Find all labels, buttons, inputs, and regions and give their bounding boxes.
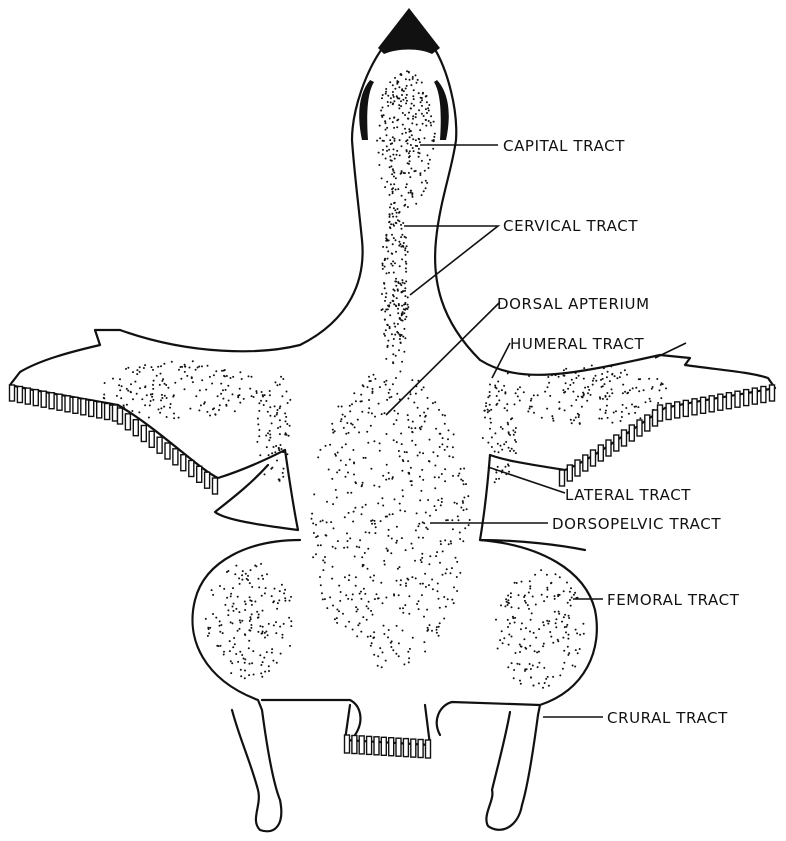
cervical-tract-label: CERVICAL TRACT bbox=[503, 219, 638, 234]
dorsal-stipple bbox=[311, 374, 471, 669]
tail-feathers bbox=[345, 735, 431, 758]
left-femoral-stipple bbox=[205, 563, 292, 679]
right-thigh-outline bbox=[480, 540, 597, 830]
left-humeral-stipple bbox=[256, 376, 291, 482]
left-thigh-outline bbox=[193, 540, 300, 831]
crural-tract-label: CRURAL TRACT bbox=[607, 711, 728, 726]
lateral-tract-label: LATERAL TRACT bbox=[565, 488, 691, 503]
right-humeral-stipple bbox=[482, 370, 517, 483]
dorsal-apterium-leader bbox=[386, 302, 500, 415]
beak bbox=[378, 8, 440, 54]
cervical-stipple bbox=[381, 202, 410, 379]
right-femoral-stipple bbox=[495, 569, 585, 689]
left-body-outline bbox=[215, 450, 298, 530]
left-secondary-feathers bbox=[118, 408, 218, 494]
right-eye bbox=[434, 80, 449, 140]
dorsopelvic-tract-label: DORSOPELVIC TRACT bbox=[552, 517, 721, 532]
right-primary-feathers bbox=[658, 385, 775, 421]
tail-outline bbox=[345, 705, 430, 745]
dorsal-apterium-label: DORSAL APTERIUM bbox=[497, 297, 650, 312]
right-wing-stipple bbox=[514, 365, 668, 425]
capital-stipple bbox=[376, 70, 436, 208]
head-neck-outline bbox=[120, 46, 384, 351]
lateral-leader bbox=[488, 467, 565, 493]
cervical-leader bbox=[404, 226, 498, 295]
capital-tract-label: CAPITAL TRACT bbox=[503, 139, 625, 154]
head-neck-outline-right bbox=[433, 46, 660, 375]
humeral-tract-label: HUMERAL TRACT bbox=[510, 337, 644, 352]
right-wing-outline bbox=[490, 355, 775, 470]
left-primary-feathers bbox=[10, 385, 118, 421]
femoral-tract-label: FEMORAL TRACT bbox=[607, 593, 739, 608]
right-inner-leg bbox=[437, 702, 540, 735]
